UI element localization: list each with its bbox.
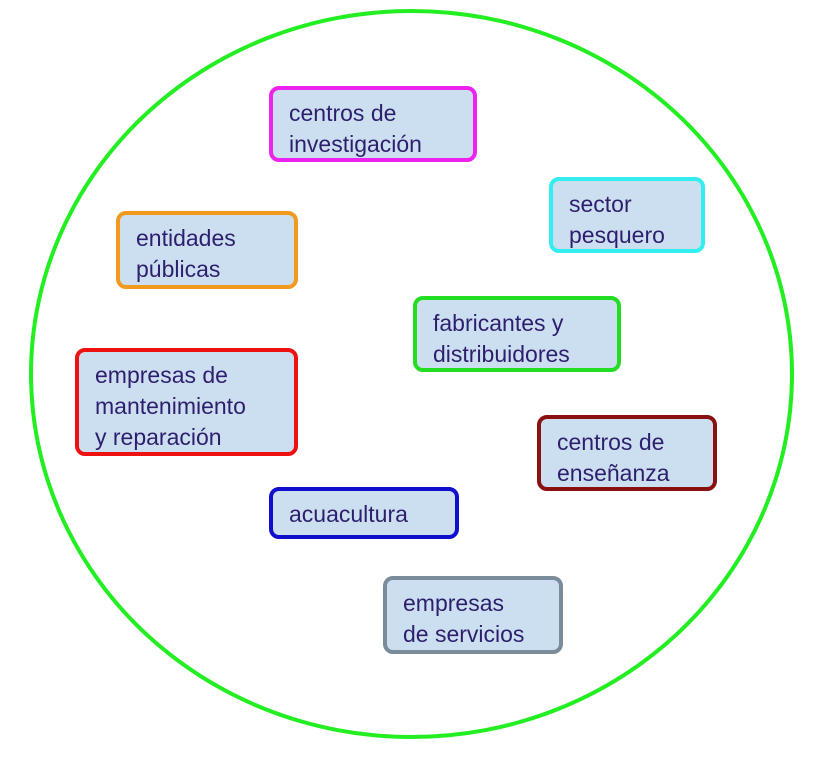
node-centros-de-ensenanza: centros de enseñanza [537,415,717,491]
node-sector-pesquero: sector pesquero [549,177,705,253]
node-label-line: y reparación [95,424,222,450]
node-label-line: investigación [289,131,422,157]
node-empresas-de-servicios: empresas de servicios [383,576,563,654]
node-label-line: empresas [403,590,504,616]
node-label-line: mantenimiento [95,393,246,419]
node-label-line: enseñanza [557,460,670,486]
node-label-line: de servicios [403,621,525,647]
node-empresas-de-mantenimiento: empresas de mantenimiento y reparación [75,348,298,456]
node-label-line: fabricantes y [433,310,564,336]
node-label-line: públicas [136,256,221,282]
node-label-line: sector [569,191,632,217]
node-acuacultura: acuacultura [269,487,459,539]
node-label-line: centros de [557,429,665,455]
node-label-line: pesquero [569,222,665,248]
node-label-line: distribuidores [433,341,570,367]
node-fabricantes-y-distribuidores: fabricantes y distribuidores [413,296,621,372]
stakeholder-boundary-circle [29,9,794,739]
node-label-line: acuacultura [289,501,408,527]
node-centros-de-investigacion: centros de investigación [269,86,477,162]
node-label-line: empresas de [95,362,228,388]
node-label-line: centros de [289,100,397,126]
node-entidades-publicas: entidades públicas [116,211,298,289]
node-label-line: entidades [136,225,236,251]
